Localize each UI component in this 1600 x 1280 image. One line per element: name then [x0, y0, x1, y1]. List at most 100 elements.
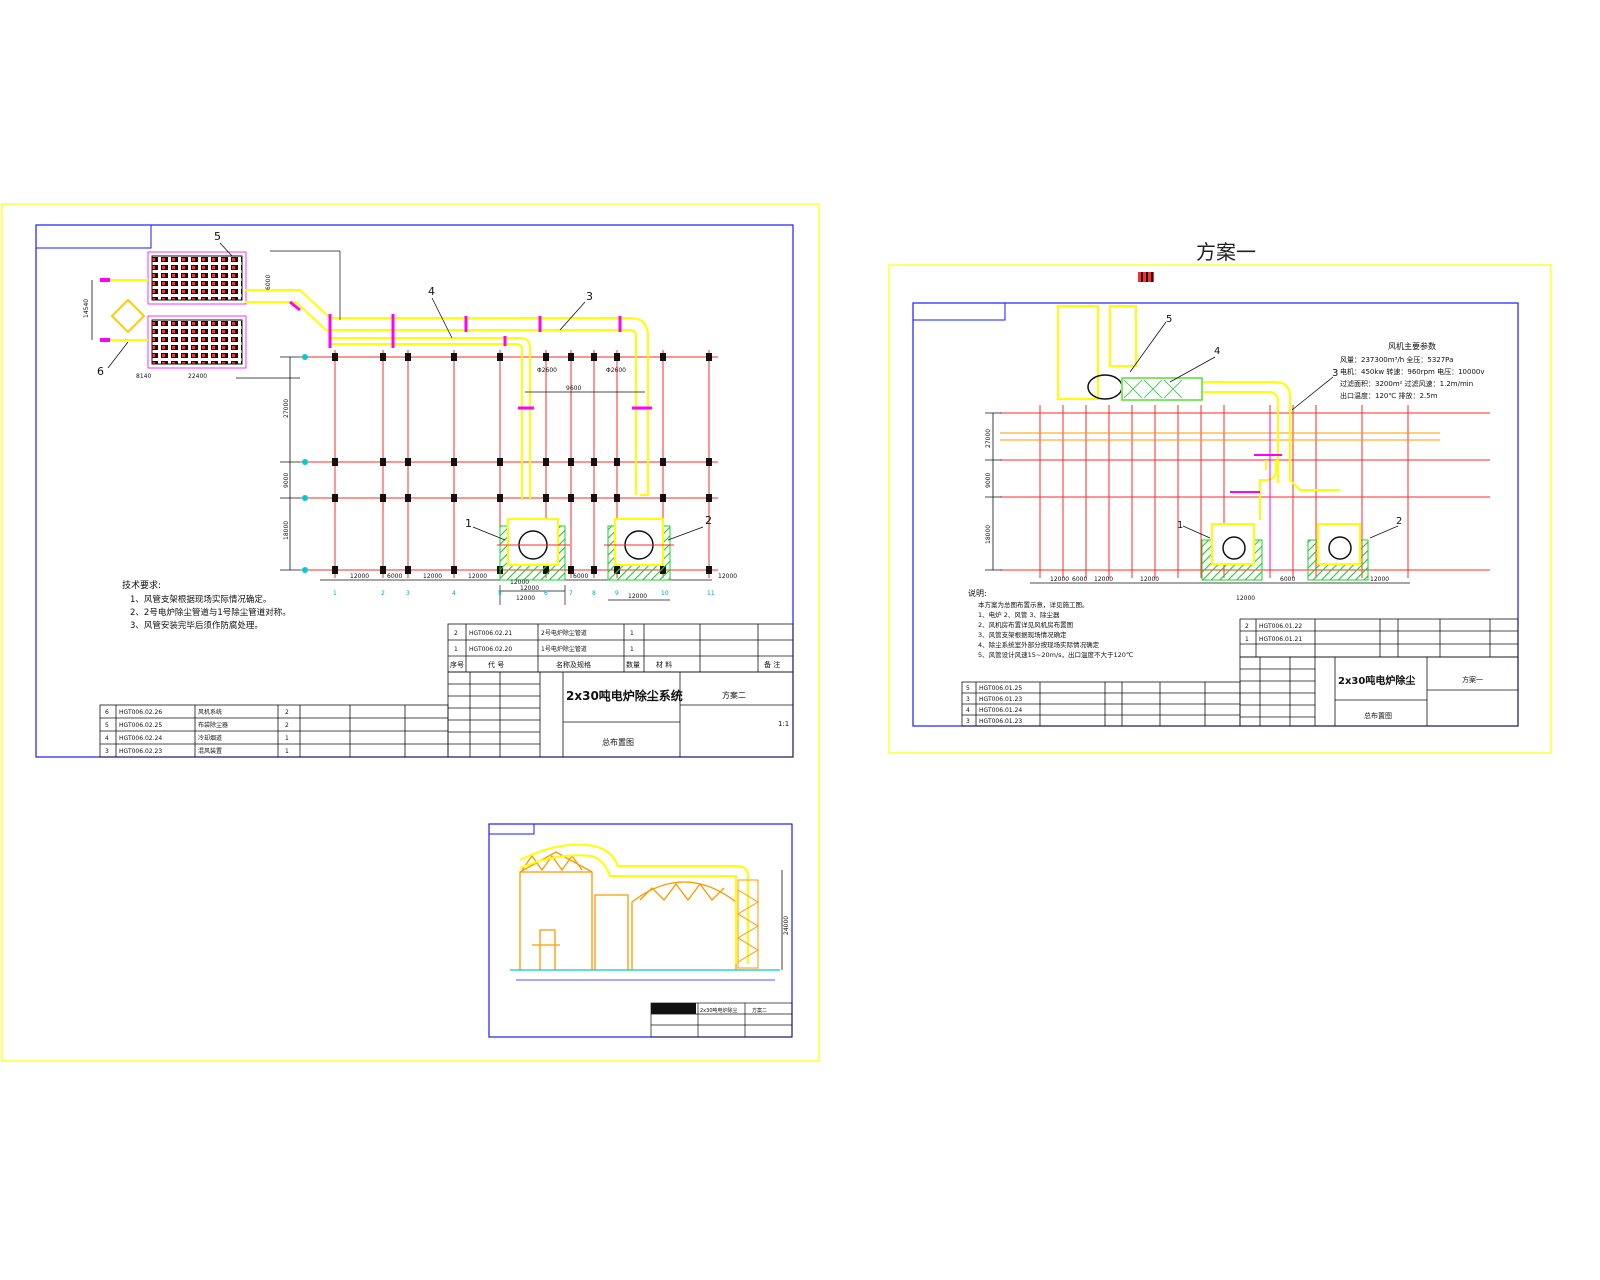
svg-text:代 号: 代 号 [488, 660, 504, 669]
svg-text:HGT006.01.21: HGT006.01.21 [1259, 636, 1302, 643]
svg-text:Φ2600: Φ2600 [537, 367, 557, 374]
column-labels: 1 2 3 4 5 6 7 8 9 10 11 [333, 590, 715, 597]
svg-text:1: 1 [630, 630, 634, 637]
right-callouts: 5 4 3 1 2 [1166, 314, 1402, 531]
title-block-scheme: 方案二 [722, 690, 746, 700]
callout-3: 3 [586, 290, 593, 303]
section-view-sheet [488, 823, 793, 1038]
svg-text:4、除尘系统室外部分按现场实际情况确定: 4、除尘系统室外部分按现场实际情况确定 [978, 640, 1100, 649]
right-bom-upper-rows: 2 HGT006.01.22 1 HGT006.01.21 [1245, 623, 1302, 643]
bom-upper-table [447, 623, 794, 673]
svg-text:1: 1 [454, 646, 458, 653]
right-dimension-labels: 12000 6000 12000 12000 12000 6000 12000 … [985, 429, 1389, 602]
title-block-grid [447, 671, 794, 758]
section-view-border [488, 823, 793, 1038]
right-furnace-2 [1307, 523, 1369, 581]
svg-text:27000: 27000 [283, 399, 290, 418]
svg-text:6000: 6000 [1072, 576, 1087, 583]
svg-text:7: 7 [569, 590, 573, 597]
svg-text:2号电炉除尘管道: 2号电炉除尘管道 [541, 629, 587, 637]
svg-text:12000: 12000 [520, 585, 539, 592]
right-title-text: 2x30吨电炉除尘 [1338, 674, 1415, 687]
right-branch-duct [1230, 454, 1282, 520]
svg-text:HGT006.01.25: HGT006.01.25 [979, 685, 1022, 692]
bom-upper-rows: 2 HGT006.02.21 2号电炉除尘管道 1 1 HGT006.02.20… [454, 629, 634, 653]
svg-text:9000: 9000 [985, 473, 992, 488]
svg-text:6000: 6000 [1280, 576, 1295, 583]
svg-text:4: 4 [966, 707, 970, 714]
dimension-labels-baghouse: 22400 8140 14540 6000 [83, 275, 272, 380]
svg-text:1: 1 [630, 646, 634, 653]
callout-4: 4 [428, 285, 435, 298]
svg-text:5、风管设计风速15~20m/s，出口温度不大于120℃: 5、风管设计风速15~20m/s，出口温度不大于120℃ [978, 650, 1133, 659]
sheet-right-caption: 方案一 [1196, 240, 1256, 264]
svg-text:2: 2 [454, 630, 458, 637]
bom-header-row: 序号 代 号 名称及规格 数量 材 料 备 注 [450, 660, 780, 669]
furnace-dimension-lines [236, 250, 670, 605]
svg-text:12000: 12000 [468, 573, 487, 580]
right-drawing-name: 总布置图 [1364, 711, 1392, 720]
svg-text:6000: 6000 [573, 573, 588, 580]
svg-text:出口温度：120℃ 排放：2.5m: 出口温度：120℃ 排放：2.5m [1340, 391, 1438, 400]
svg-text:冷却烟道: 冷却烟道 [198, 734, 222, 742]
sheet-right [888, 264, 1552, 754]
right-bom-lower [961, 681, 1241, 727]
svg-text:2: 2 [285, 722, 289, 729]
callout-1: 1 [465, 517, 472, 530]
svg-text:1: 1 [1177, 520, 1183, 531]
right-callout-leaders [1129, 321, 1399, 539]
dimension-labels-bottom: 12000 6000 12000 12000 12000 6000 12000 [350, 573, 737, 586]
section-tower-truss [737, 879, 759, 969]
dimension-labels-duct: Φ2600 Φ2600 9600 [537, 367, 626, 392]
right-notes-heading: 说明: [968, 588, 987, 598]
note-2: 2、2号电炉除尘管道与1号除尘管道对称。 [130, 607, 291, 618]
svg-text:18000: 18000 [985, 525, 992, 544]
svg-text:HGT006.01.22: HGT006.01.22 [1259, 623, 1302, 630]
svg-text:12000: 12000 [510, 579, 529, 586]
svg-text:4: 4 [452, 590, 456, 597]
svg-text:电机：450kw 转速：960rpm 电压：10000v: 电机：450kw 转速：960rpm 电压：10000v [1340, 367, 1485, 376]
svg-text:8140: 8140 [136, 373, 151, 380]
svg-text:本方案为总图布置示意，详见施工图。: 本方案为总图布置示意，详见施工图。 [978, 600, 1089, 609]
svg-text:1: 1 [285, 735, 289, 742]
svg-text:6000: 6000 [265, 275, 272, 290]
svg-text:18000: 18000 [283, 521, 290, 540]
svg-text:风机系统: 风机系统 [198, 708, 222, 716]
section-building-frame [519, 851, 737, 970]
svg-text:HGT006.02.23: HGT006.02.23 [119, 748, 162, 755]
fan-param-heading: 风机主要参数 [1388, 341, 1436, 351]
svg-text:3: 3 [406, 590, 410, 597]
callout-5: 5 [214, 230, 221, 243]
svg-text:5: 5 [966, 685, 970, 692]
svg-text:1、电炉 2、风管 3、除尘器: 1、电炉 2、风管 3、除尘器 [978, 610, 1060, 619]
svg-text:HGT006.01.24: HGT006.01.24 [979, 707, 1022, 714]
svg-text:12000: 12000 [718, 573, 737, 580]
svg-text:5: 5 [498, 590, 502, 597]
svg-text:12000: 12000 [1140, 576, 1159, 583]
svg-text:4: 4 [105, 735, 109, 742]
sheet-left [1, 203, 820, 1062]
svg-text:11: 11 [707, 590, 715, 597]
svg-text:3: 3 [966, 718, 970, 725]
dimension-labels-furnace: 12000 12000 12000 [516, 585, 647, 602]
svg-text:12000: 12000 [423, 573, 442, 580]
svg-text:HGT006.02.20: HGT006.02.20 [469, 646, 512, 653]
svg-text:12000: 12000 [1094, 576, 1113, 583]
section-dimension-height: 24000 [783, 916, 790, 935]
right-dimension-lines [985, 412, 1410, 584]
right-scheme-text: 方案一 [1462, 675, 1483, 684]
svg-text:12000: 12000 [516, 595, 535, 602]
title-block-scale: 1:1 [778, 720, 789, 728]
svg-text:1号电炉除尘管道: 1号电炉除尘管道 [541, 645, 587, 653]
svg-text:数量: 数量 [626, 660, 640, 669]
svg-text:22400: 22400 [188, 373, 207, 380]
dimension-labels-left: 27000 9000 18000 [283, 399, 290, 540]
sheet-left-border [35, 224, 794, 758]
furnace-2 [604, 518, 674, 581]
svg-text:Φ2600: Φ2600 [606, 367, 626, 374]
right-title-block [1239, 656, 1519, 727]
main-duct [245, 289, 649, 500]
svg-text:风量：237300m³/h 全压：5327Pa: 风量：237300m³/h 全压：5327Pa [1340, 355, 1453, 364]
section-duct [519, 843, 749, 964]
svg-text:名称及规格: 名称及规格 [556, 660, 591, 669]
